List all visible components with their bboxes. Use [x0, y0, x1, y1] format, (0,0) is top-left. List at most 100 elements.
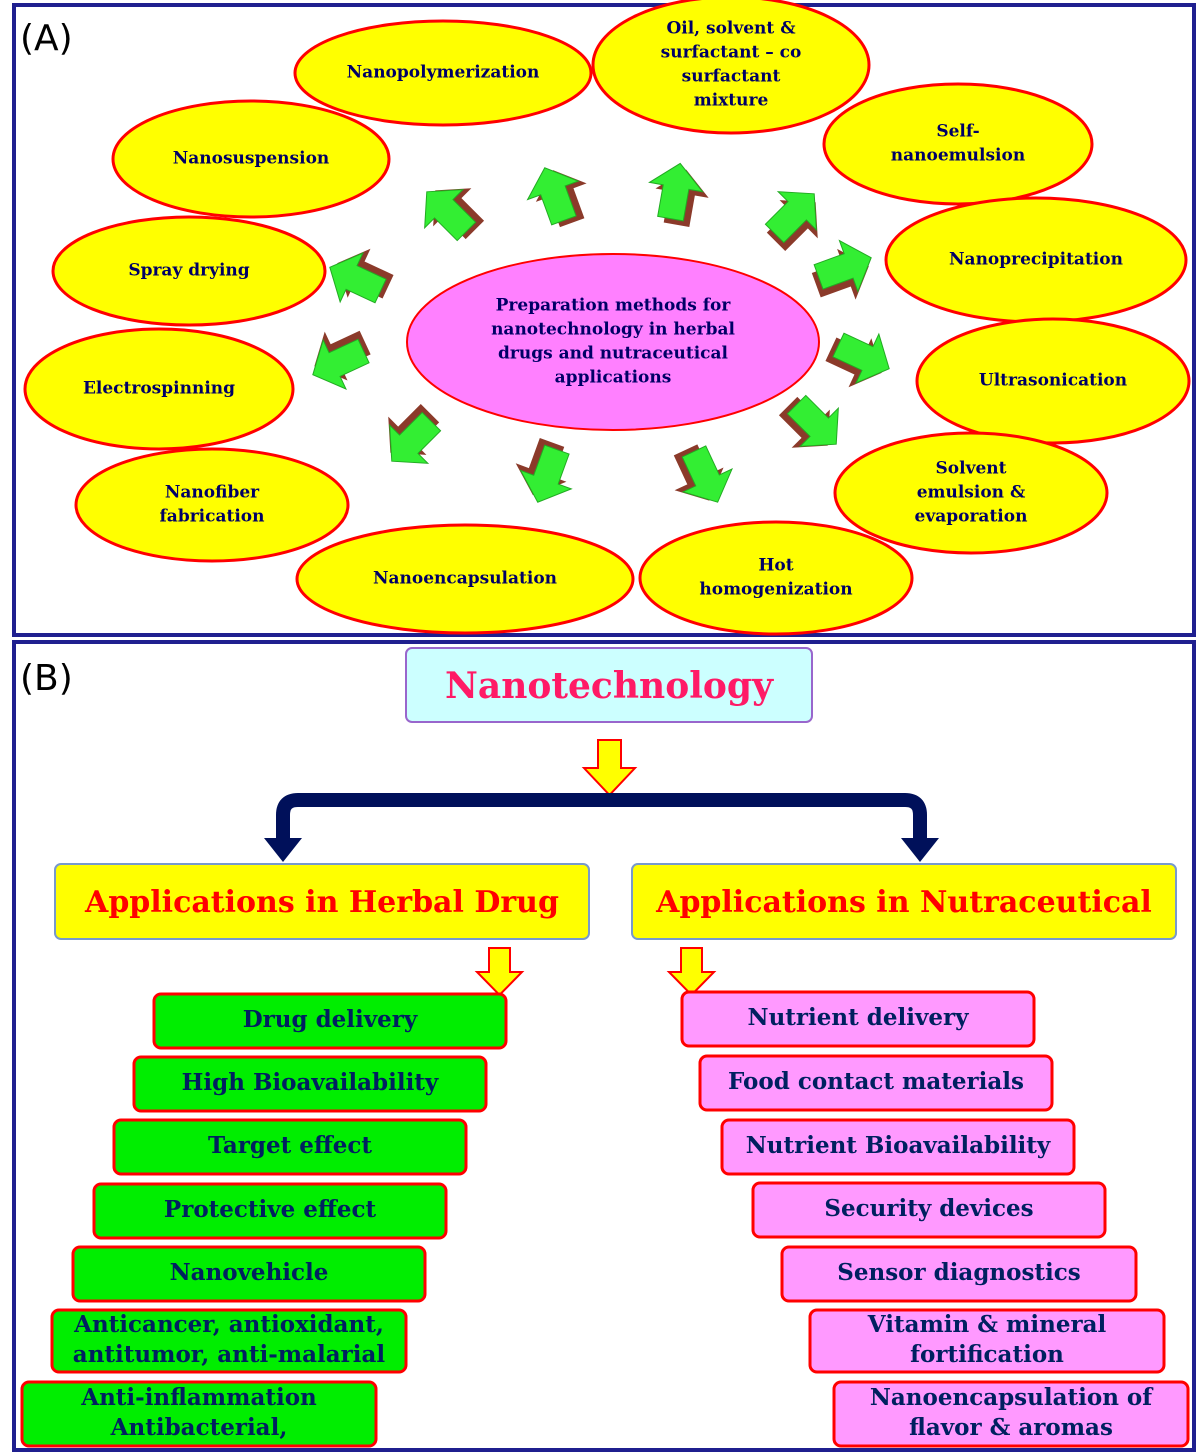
method-label: Solvent emulsion & evaporation: [915, 459, 1028, 527]
nutraceutical-item-box: [832, 1380, 1190, 1448]
method-label-line: Ultrasonication: [979, 371, 1127, 391]
herbal-item-box: [152, 992, 508, 1050]
method-ellipse: [833, 431, 1109, 555]
method-label: Electrospinning: [83, 379, 235, 399]
method-label-line: surfactant: [682, 67, 781, 87]
nutraceutical-item-label-line: Nanoencapsulation of: [870, 1384, 1154, 1411]
method-node: Ultrasonication: [915, 317, 1191, 445]
herbal-item: Target effect: [112, 1118, 468, 1176]
method-ellipse: [293, 19, 593, 127]
nutraceutical-item-label-line: Sensor diagnostics: [837, 1259, 1081, 1286]
herbal-item-box: [20, 1380, 378, 1448]
center-label-line: drugs and nutraceutical: [498, 344, 729, 364]
method-label-line: fabrication: [159, 507, 264, 527]
panel-b-label: (B): [20, 658, 73, 699]
method-label-line: Nanoencapsulation: [373, 569, 557, 589]
nutraceutical-item-box: [698, 1054, 1054, 1112]
herbal-item: Drug delivery: [152, 992, 508, 1050]
herbal-item: High Bioavailability: [132, 1055, 488, 1113]
method-label-line: nanoemulsion: [891, 146, 1025, 166]
method-ellipse: [638, 520, 914, 636]
radiating-arrow: [317, 238, 400, 316]
method-node: Nanofiber fabrication: [74, 447, 350, 563]
method-label-line: mixture: [694, 91, 769, 111]
panel-a-frame: [12, 3, 1196, 637]
method-node: Self-nanoemulsion: [822, 82, 1094, 206]
herbal-item-label-line: Protective effect: [164, 1196, 377, 1223]
method-label: Self-nanoemulsion: [891, 122, 1025, 166]
herbal-item-box: [92, 1182, 448, 1240]
herbal-item-box: [50, 1308, 408, 1374]
herbal-item-label: Anticancer, antioxidant,antitumor, anti-…: [73, 1311, 386, 1368]
method-label-line: emulsion &: [917, 483, 1026, 503]
herbal-heading-text: Applications in Herbal Drug: [84, 885, 559, 920]
nutraceutical-item-label-line: Nutrient Bioavailability: [746, 1132, 1051, 1159]
method-ellipse: [591, 0, 871, 135]
method-ellipse: [295, 523, 635, 635]
radiating-arrow: [755, 174, 835, 261]
radiating-arrow: [643, 158, 713, 230]
herbal-item-label-line: Target effect: [208, 1132, 372, 1159]
method-label-line: Oil, solvent &: [666, 19, 796, 39]
nutraceutical-item: Vitamin & mineral fortification: [808, 1308, 1166, 1374]
center-label-line: Preparation methods for: [496, 296, 732, 316]
nutraceutical-item-label: Security devices: [824, 1195, 1033, 1222]
herbal-item: Nanovehicle: [71, 1245, 427, 1303]
method-node: Spray drying: [51, 215, 327, 327]
nutraceutical-item-box: [720, 1118, 1076, 1176]
method-label: Nanopolymerization: [347, 63, 540, 83]
herbal-item-label-line: Drug delivery: [243, 1006, 418, 1033]
method-ellipses: Nanopolymerization Oil, solvent & surfacta…: [23, 0, 1191, 636]
method-label-line: Self-: [936, 122, 979, 142]
nutraceutical-item: Nanoencapsulation of flavor & aromas: [832, 1380, 1190, 1448]
nutraceutical-item: Food contact materials: [698, 1054, 1054, 1112]
radiating-arrow: [300, 318, 377, 400]
nutraceutical-item-label: Nanoencapsulation of flavor & aromas: [870, 1384, 1154, 1441]
method-label-line: Nanopolymerization: [347, 63, 540, 83]
method-label-line: evaporation: [915, 507, 1028, 527]
method-ellipse: [23, 327, 295, 451]
method-label-line: Nanosuspension: [173, 149, 330, 169]
method-node: Solvent emulsion & evaporation: [833, 431, 1109, 555]
herbal-item-label: Target effect: [208, 1132, 372, 1159]
center-label-line: applications: [555, 368, 672, 388]
method-label-line: Nanofiber: [165, 483, 260, 503]
method-label-line: Electrospinning: [83, 379, 235, 399]
herbal-item-box: [132, 1055, 488, 1113]
herbal-heading: Applications in Herbal Drug: [54, 863, 590, 940]
radiating-arrow: [518, 158, 598, 232]
nutraceutical-item-box: [751, 1181, 1107, 1239]
radiating-arrow: [769, 385, 856, 465]
herbal-down-arrow: [474, 947, 525, 997]
radiating-arrow: [661, 438, 743, 515]
nutraceutical-item-label: Sensor diagnostics: [837, 1259, 1081, 1286]
nutraceutical-down-arrow: [666, 947, 717, 997]
method-label: Nanoprecipitation: [949, 250, 1123, 270]
radiating-arrow: [507, 433, 583, 512]
radiating-arrow: [819, 320, 902, 398]
title-box: [405, 647, 813, 723]
nutraceutical-item-label-line: fortification: [910, 1341, 1064, 1368]
herbal-item: Anticancer, antioxidant,antitumor, anti-…: [50, 1308, 408, 1374]
center-ellipse: [406, 253, 820, 431]
herbal-item-label: Drug delivery: [243, 1006, 418, 1033]
herbal-item: Protective effect: [92, 1182, 448, 1240]
method-label-line: Solvent: [936, 459, 1007, 479]
method-node: Nanoprecipitation: [884, 196, 1188, 324]
nutraceutical-item: Sensor diagnostics: [780, 1245, 1138, 1303]
nutraceutical-item-label-line: flavor & aromas: [909, 1414, 1113, 1441]
method-label: Nanofiber fabrication: [159, 483, 264, 527]
herbal-item-box: [112, 1118, 468, 1176]
radiating-arrow: [407, 171, 494, 251]
nutraceutical-item-label-line: Vitamin & mineral: [867, 1311, 1107, 1338]
herbal-item-box: [71, 1245, 427, 1303]
method-label-line: Nanoprecipitation: [949, 250, 1123, 270]
herbal-item-label: Protective effect: [164, 1196, 377, 1223]
nutraceutical-item-box: [780, 1245, 1138, 1303]
method-label: Ultrasonication: [979, 371, 1127, 391]
